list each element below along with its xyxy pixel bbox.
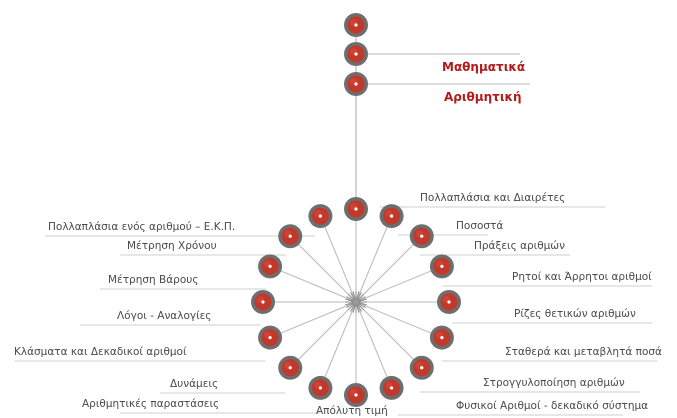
- spoke-line: [355, 301, 443, 339]
- spoke-line: [319, 301, 357, 389]
- wheel-label-4[interactable]: Ρητοί και Άρρητοι αριθμοί: [512, 271, 652, 283]
- spoke-line: [355, 301, 423, 369]
- spoke-line: [319, 215, 357, 303]
- spoke-line: [269, 301, 357, 339]
- spoke-line: [355, 215, 393, 303]
- spoke-line: [355, 235, 423, 303]
- wheel-node-7[interactable]: [409, 355, 434, 380]
- wheel-node-13[interactable]: [251, 290, 275, 314]
- wheel-label-6[interactable]: Σταθερά και μεταβλητά ποσά: [505, 346, 662, 358]
- wheel-node-12[interactable]: [258, 325, 283, 350]
- wheel-label-10[interactable]: Αριθμητικές παραστάσεις: [82, 398, 220, 410]
- wheel-node-6[interactable]: [429, 325, 454, 350]
- wheel-label-11[interactable]: Δυνάμεις: [170, 378, 219, 390]
- wheel-label-2[interactable]: Ποσοστά: [456, 220, 504, 232]
- spoke-line: [269, 265, 357, 303]
- wheel-node-16[interactable]: [308, 204, 333, 229]
- wheel-label-8[interactable]: Φυσικοί Αριθμοί - δεκαδικό σύστημα: [456, 400, 649, 412]
- wheel-node-3[interactable]: [409, 224, 434, 249]
- wheel-label-5[interactable]: Ρίζες θετικών αριθμών: [514, 308, 636, 320]
- wheel-label-7[interactable]: Στρογγυλοποίηση αριθμών: [483, 377, 625, 389]
- hub-center: [353, 299, 359, 305]
- wheel-node-15[interactable]: [278, 224, 303, 249]
- wheel-node-4[interactable]: [429, 254, 454, 279]
- top-label-mathematics[interactable]: Μαθηματικά: [442, 60, 526, 74]
- wheel-label-16[interactable]: Πολλαπλάσια ενός αριθμού – Ε.Κ.Π.: [48, 221, 236, 233]
- wheel-node-8[interactable]: [379, 375, 404, 400]
- top-node-root[interactable]: [344, 13, 368, 37]
- wheel-label-3[interactable]: Πράξεις αριθμών: [474, 240, 565, 252]
- spoke-line: [289, 301, 357, 369]
- spoke-line: [355, 265, 443, 303]
- spoke-line: [289, 235, 357, 303]
- wheel-label-12[interactable]: Κλάσματα και Δεκαδικοί αριθμοί: [14, 346, 187, 358]
- spoke-line: [355, 301, 393, 389]
- top-label-arithmetic[interactable]: Αριθμητική: [444, 90, 522, 104]
- wheel-node-14[interactable]: [258, 254, 283, 279]
- wheel-node-1[interactable]: [344, 197, 368, 221]
- wheel-label-1[interactable]: Πολλαπλάσια και Διαιρέτες: [420, 192, 566, 204]
- top-node-arithmetic[interactable]: [344, 72, 368, 96]
- wheel-node-5[interactable]: [437, 290, 461, 314]
- wheel-label-13[interactable]: Λόγοι - Αναλογίες: [117, 310, 212, 322]
- wheel-node-11[interactable]: [278, 355, 303, 380]
- wheel-node-2[interactable]: [379, 204, 404, 229]
- wheel-label-15[interactable]: Μέτρηση Χρόνου: [127, 240, 217, 252]
- wheel-node-10[interactable]: [308, 375, 333, 400]
- wheel-label-9[interactable]: Απόλυτη τιμή: [316, 405, 388, 417]
- wheel-node-9[interactable]: [344, 383, 368, 407]
- top-node-mathematics[interactable]: [344, 42, 368, 66]
- wheel-label-14[interactable]: Μέτρηση Βάρους: [108, 274, 199, 286]
